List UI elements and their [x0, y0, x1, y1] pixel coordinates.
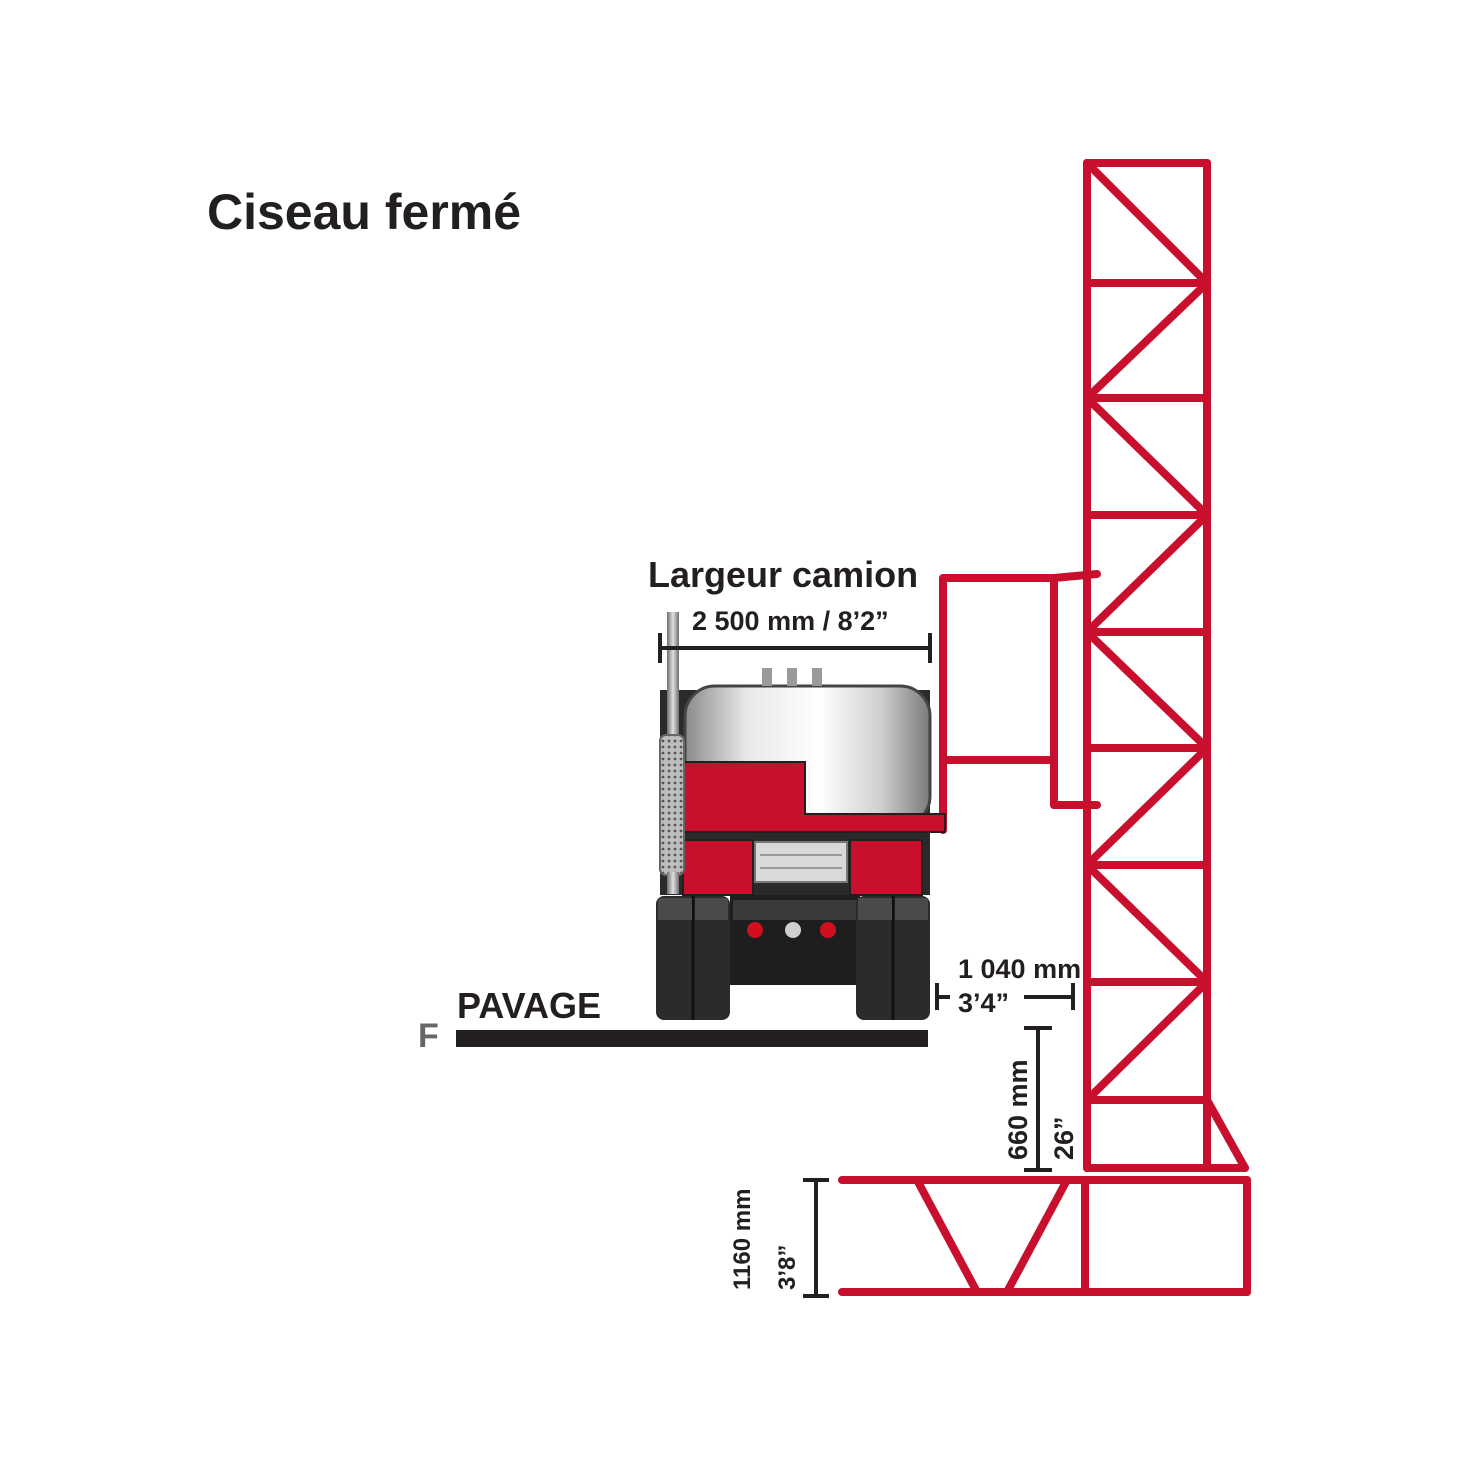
base-height-dimension-line [803, 1178, 829, 1298]
pavement-bar [456, 1030, 928, 1047]
pavement-letter: F [418, 1017, 439, 1055]
base-height-imperial: 3’8” [774, 1245, 801, 1290]
tower-base [1083, 1096, 1249, 1172]
offset-imperial: 3’4” [958, 988, 1009, 1018]
base-truss [838, 1176, 1251, 1296]
offset-metric: 1 040 mm [958, 954, 1081, 984]
truck-width-label: Largeur camion [648, 554, 918, 595]
mount-bracket [939, 570, 1101, 834]
truck-width-value: 2 500 mm / 8’2” [692, 606, 889, 636]
diagram-title: Ciseau fermé [207, 184, 521, 240]
clearance-imperial: 26” [1049, 1116, 1079, 1160]
pavement-label: PAVAGE [457, 985, 601, 1026]
base-height-metric: 1160 mm [729, 1189, 756, 1290]
truck-rear-view [656, 612, 946, 1020]
tower-truss [1083, 159, 1211, 1104]
offset-dimension-line [935, 983, 1075, 1010]
clearance-metric: 660 mm [1003, 1059, 1033, 1160]
truck-width-dimension-line [658, 633, 932, 663]
clearance-dimension-line [1024, 1026, 1052, 1172]
